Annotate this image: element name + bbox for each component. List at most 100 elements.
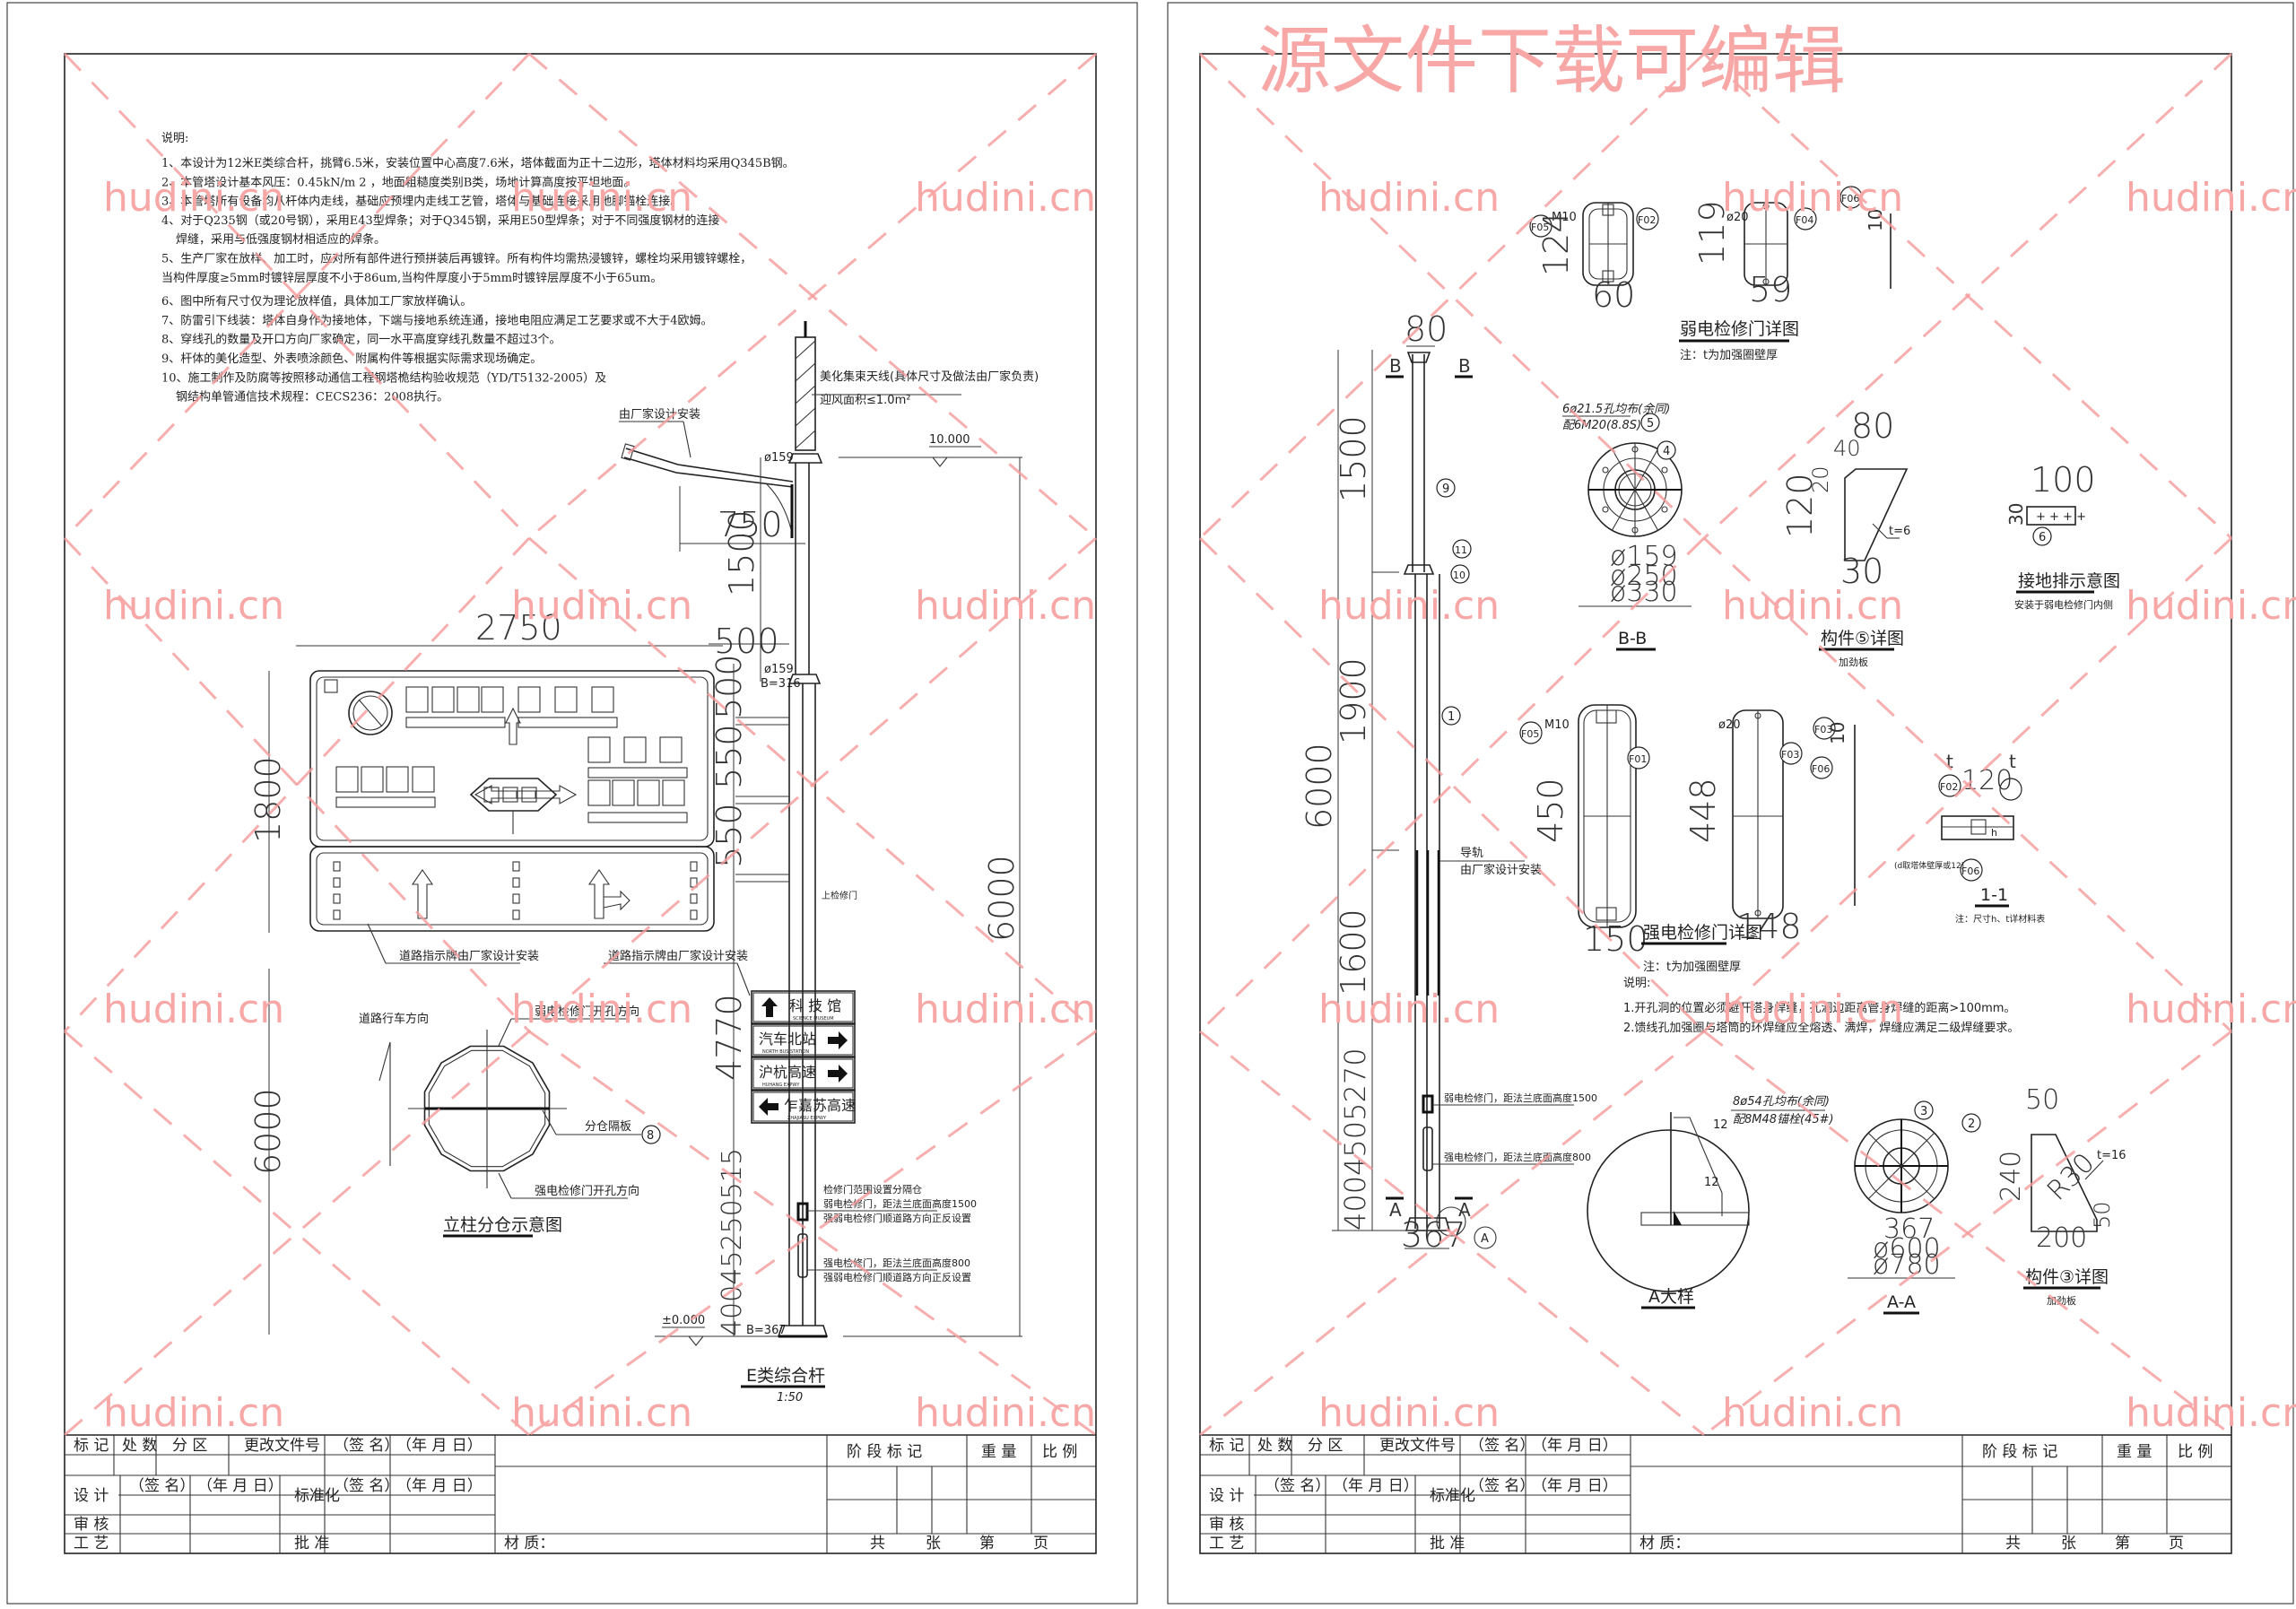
tb-stage: 阶 段 标 记 [847,1443,922,1461]
ground-bar-caption: 接地排示意图 [2018,571,2120,591]
tb-sheets: 张 [2061,1535,2076,1552]
dim-120-p5: 120 [1780,473,1820,538]
tb-weight: 重 量 [2117,1443,2152,1461]
watermark-site: hudini.cn [103,583,284,629]
watermark-site: hudini.cn [1722,583,1903,629]
sign-text-slot [361,766,384,793]
dim-240: 240 [1996,1151,2027,1202]
lane-mark [690,893,698,904]
antenna-note: 美化集束天线(具体尺寸及做法由厂家负责) [820,370,1039,384]
tb-sheets: 共 [2005,1535,2021,1552]
dim-550a: 550 [709,724,749,789]
sign-text-slot [662,779,685,806]
door-note-5: 强弱电检修门顺道路方向正反设置 [823,1271,971,1283]
sign-text-bar [587,812,688,823]
note-line: 当构件厚度≥5mm时镀锌层厚度不小于86um,当构件厚度小于5mm时镀锌层厚度不… [161,271,662,285]
wind-area-note: 迎风面积≤1.0m² [820,394,910,407]
tb-header: 更改文件号 [1379,1437,1456,1455]
dim-30-ground: 30 [2005,503,2027,526]
guide-sign-cn: 乍嘉苏高速 [784,1097,856,1114]
f03-c: F03 [1814,724,1832,735]
ground-bar-marks: + + + + [2036,510,2086,524]
lane-mark [512,909,520,920]
tb-header: 分 区 [172,1437,207,1455]
tb-process: 工 艺 [74,1535,109,1552]
watermark-site: hudini.cn [2126,583,2296,629]
b-hole-note-1: 6ø21.5孔均布(余同) [1562,402,1670,416]
title-block-right: 标 记处 数分 区更改文件号（签 名）（年 月 日）设 计（签 名）（年 月 日… [1200,1434,2231,1553]
dim-750: 750 [718,505,783,544]
tb-date: （年 月 日） [197,1477,283,1495]
sign-note-1: 道路指示牌由厂家设计安装 [399,949,539,963]
lamp-arm [621,443,794,538]
strong-door-mark [797,1233,808,1278]
weak-door-caption: 弱电检修门详图 [1680,319,1799,339]
tb-review: 审 核 [74,1516,109,1534]
door-note-3: 强弱电检修门顺道路方向正反设置 [823,1212,971,1224]
tb-sheets: 第 [2115,1535,2130,1552]
note-line: 钢结构单管通信技术规程：CECS236：2008执行。 [176,391,448,404]
dim-10-b: 10 [1827,722,1848,744]
weak-door-mark [796,1202,809,1222]
a-detail-caption: A大样 [1648,1287,1694,1307]
dim-10-a: 10 [1865,209,1886,231]
watermark-site: hudini.cn [2126,1390,2296,1436]
sign-text-bar [517,717,618,728]
f05-b: F05 [1521,728,1539,740]
dim-40-p5: 40 [1833,436,1861,461]
watermark-site: hudini.cn [103,175,284,221]
lane-mark [512,861,520,872]
dim-500b: 500 [709,654,749,719]
right-notes: 说明: 1.开孔洞的位置必须避开塔身焊缝，孔洞边距离管身焊缝的距离>100mm。… [1623,977,2019,1035]
note-line: 1、本设计为12米E类综合杆，挑臂6.5米，安装位置中心高度7.6米，塔体截面为… [161,156,795,170]
part-10: 10 [1453,570,1465,581]
part-5-detail: t=6 80 40 20 120 30 构件⑤详图 加劲板 [1780,406,1910,668]
tb-design: 设 计 [74,1487,109,1505]
dim-2750: 2750 [475,608,562,648]
sec-a-left: A [1389,1199,1402,1221]
dim-124: 124 [1536,211,1576,276]
a-part-3: 3 [1920,1105,1927,1118]
guide-sign-cn: 沪杭高速 [759,1064,816,1081]
dim-119: 119 [1692,200,1732,265]
tb-header: （签 名） [334,1437,399,1455]
sec-b-right: B [1458,355,1471,377]
weak-door-detail: F05 F02 F04 F06 M10 ø20 124 60 119 59 10… [1529,186,1892,362]
left-notes: 说明: 1、本设计为12米E类综合杆，挑臂6.5米，安装位置中心高度7.6米，塔… [161,132,795,404]
guide-sign-cn: 汽车北站 [759,1031,816,1048]
right-note-1: 1.开孔洞的位置必须避开塔身焊缝，孔洞边距离管身焊缝的距离>100mm。 [1623,1001,2015,1015]
part5-sub: 加劲板 [1839,656,1868,668]
sign-text-slot [554,686,578,713]
lane-mark [512,893,520,904]
tb-header: 处 数 [1257,1437,1292,1455]
lane-mark [333,893,341,904]
dim-1500-right: 1500 [1334,415,1373,502]
arrow-left-icon [759,1098,778,1116]
title-block-left: 标 记处 数分 区更改文件号（签 名）（年 月 日）设 计（签 名）（年 月 日… [65,1434,1096,1553]
weak-door-direction: 弱电检修门开孔方向 [535,1005,639,1019]
tb-stage: 阶 段 标 记 [1982,1443,2057,1461]
tb-sign: （签 名） [129,1477,195,1495]
sign-text-slot [587,736,611,763]
a-dia-600: ø600 [1873,1233,1941,1265]
split-caption: 立柱分仓示意图 [443,1215,562,1235]
dim-50-p3: 50 [2025,1084,2059,1116]
guide-sign-cn: 科 技 馆 [789,997,841,1014]
sign-text-slot [412,766,435,793]
tb-header: （签 名） [1469,1437,1535,1455]
weak-door-note-caption: 注：t为加强圈壁厚 [1680,349,1778,362]
h-mark: h [1991,827,1997,839]
dim-1500: 1500 [722,509,761,596]
dim-4770: 4770 [709,994,749,1081]
tb-weight: 重 量 [981,1443,1016,1461]
t-mark-left: t [1946,751,1953,772]
tb-sheets: 张 [926,1535,941,1552]
partition-number: 8 [647,1129,654,1143]
dim-20-p5: 20 [1808,465,1833,493]
d20-a: ø20 [1726,211,1749,224]
dim-r30: R30 [2041,1147,2100,1206]
strong-door-direction: 强电检修门开孔方向 [535,1184,639,1198]
split-chamber-diagram: 道路行车方向 弱电检修门开孔方向 强电检修门开孔方向 分仓隔板 8 立柱分仓示意… [359,1005,661,1238]
